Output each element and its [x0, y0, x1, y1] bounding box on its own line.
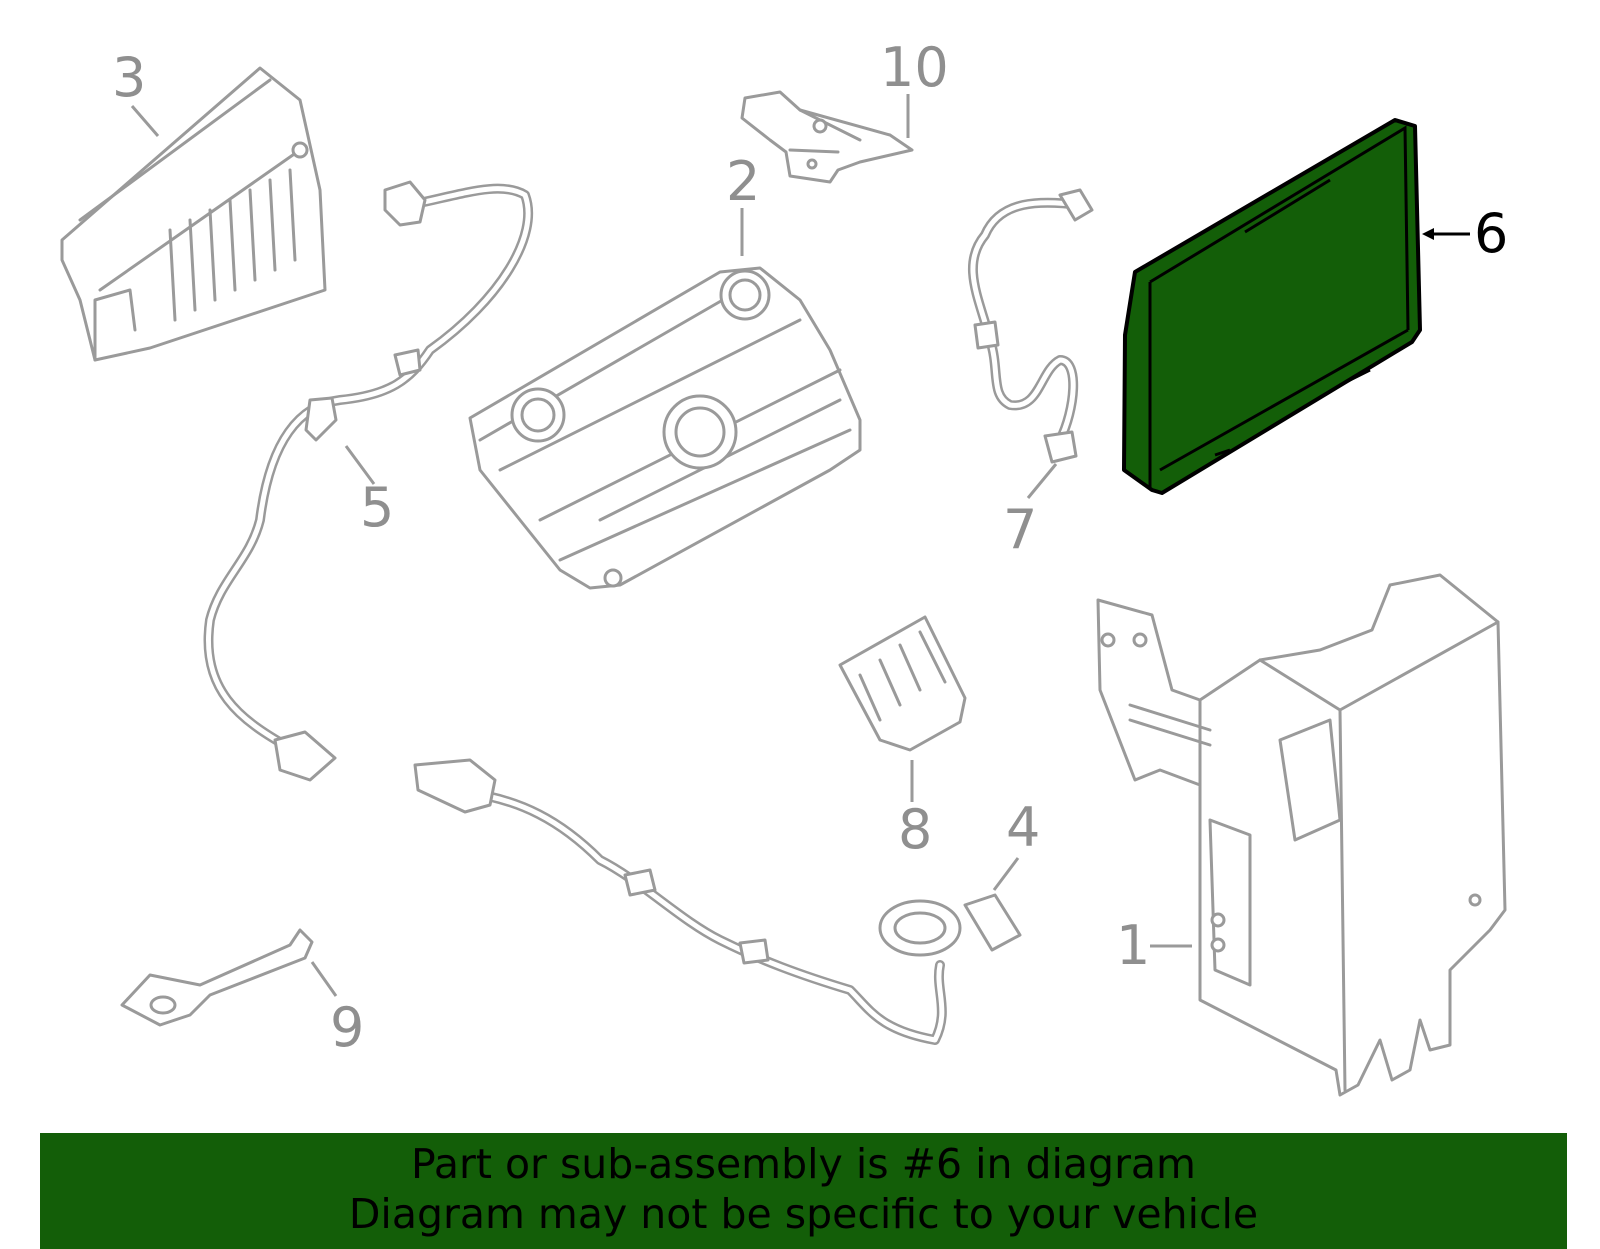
callout-2: 2 — [726, 150, 760, 213]
callout-10: 10 — [880, 36, 949, 99]
banner-line-2: Diagram may not be specific to your vehi… — [348, 1190, 1259, 1238]
part-10[interactable] — [740, 90, 914, 184]
parts-diagram: 3 10 5 2 7 — [60, 36, 1508, 1097]
callout-4-leader — [992, 857, 1020, 891]
part-3[interactable] — [60, 66, 327, 362]
callout-9: 9 — [330, 996, 364, 1059]
callout-3: 3 — [112, 46, 146, 109]
part-5[interactable] — [203, 180, 534, 782]
callout-7-leader — [1026, 463, 1058, 499]
callout-3-leader — [130, 105, 160, 137]
part-7[interactable] — [967, 188, 1094, 464]
callout-6-arrowhead — [1422, 228, 1434, 240]
part-1[interactable] — [1096, 573, 1507, 1097]
callout-5: 5 — [360, 476, 394, 539]
callout-7: 7 — [1003, 498, 1037, 561]
callout-9-leader — [310, 961, 338, 997]
callout-8: 8 — [898, 798, 932, 861]
part-6[interactable] — [1122, 118, 1422, 495]
part-notice-banner: Part or sub-assembly is #6 in diagram Di… — [40, 1133, 1567, 1249]
part-9[interactable] — [120, 928, 314, 1027]
callout-1: 1 — [1116, 914, 1150, 977]
part-2[interactable] — [468, 266, 862, 590]
part-8[interactable] — [838, 615, 967, 752]
callout-5-leader — [344, 445, 376, 485]
callout-4: 4 — [1006, 796, 1040, 859]
callout-6: 6 — [1474, 202, 1508, 265]
banner-line-1: Part or sub-assembly is #6 in diagram — [411, 1140, 1196, 1188]
part-4[interactable] — [413, 758, 1022, 1045]
